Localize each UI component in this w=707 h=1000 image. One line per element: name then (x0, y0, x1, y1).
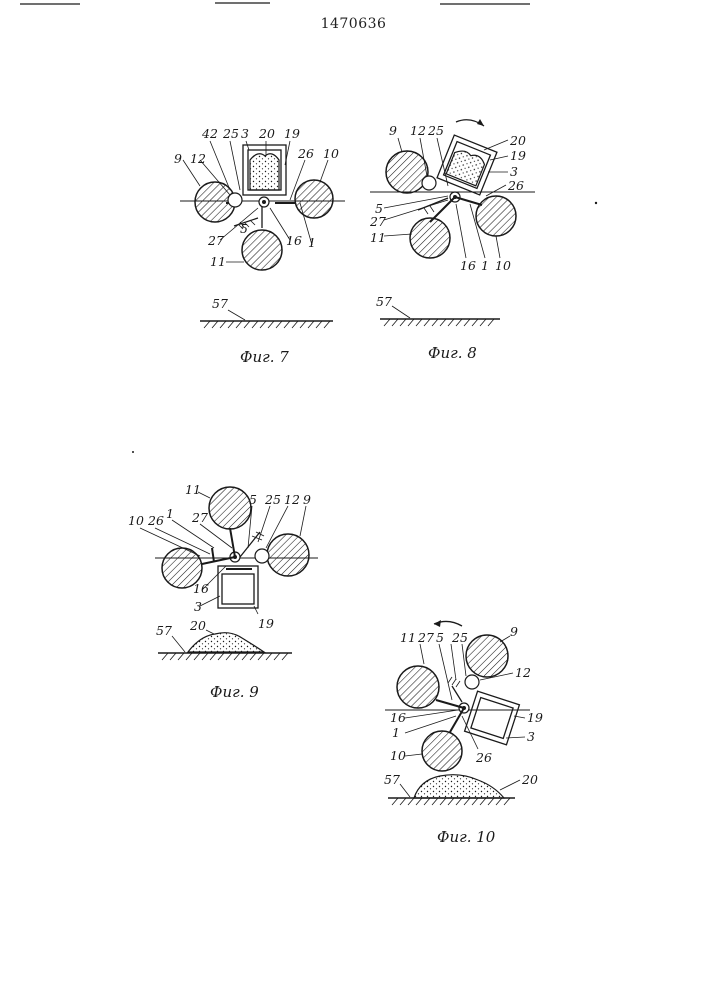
fig9-label: 9 (303, 492, 311, 507)
fig7-caption: Фиг. 7 (240, 348, 289, 366)
fig10-wheel-11 (397, 666, 439, 708)
fig10-label: 9 (510, 624, 518, 639)
fig7-label: 42 (201, 126, 218, 141)
fig10-load-20 (414, 775, 504, 798)
fig9-label: 25 (264, 492, 281, 507)
fig7-label: 27 (207, 233, 224, 248)
fig7-pivot-center (262, 200, 266, 204)
fig9-roller-12 (255, 549, 269, 563)
fig9-label: 11 (185, 482, 201, 497)
fig10-roller-12 (465, 675, 479, 689)
fig10-label: 25 (451, 630, 468, 645)
fig8-label: 20 (509, 133, 526, 148)
fig9-bucket-3 (222, 574, 254, 604)
fig9-wheel-11 (209, 487, 251, 529)
fig8-label: 19 (510, 148, 526, 163)
fig10-label: 19 (527, 710, 543, 725)
fig10-label: 16 (390, 710, 406, 725)
fig9-label: 20 (189, 618, 206, 633)
fig7-label: 11 (210, 254, 226, 269)
fig7-label: 5 (240, 221, 248, 236)
fig9-caption: Фиг. 9 (210, 683, 259, 701)
fig7-label: 26 (297, 146, 314, 161)
fig10-label: 57 (384, 772, 400, 787)
fig10-arm-11 (436, 700, 464, 708)
fig8-label: 57 (376, 294, 392, 309)
fig10-label: 27 (417, 630, 434, 645)
fig9-label: 57 (156, 623, 172, 638)
fig8-label: 9 (389, 123, 397, 138)
fig7-label: 3 (241, 126, 249, 141)
fig8-label: 1 (481, 258, 489, 273)
fig8-label: 11 (370, 230, 386, 245)
fig10-label: 20 (521, 772, 538, 787)
fig7-label: 16 (286, 233, 302, 248)
fig8-caption: Фиг. 8 (428, 344, 477, 362)
fig10-bucket-frame-19 (465, 691, 520, 745)
speck (132, 451, 134, 453)
fig9-label: 3 (194, 599, 202, 614)
figure-9: 11 5 25 12 9 10 26 1 27 16 3 19 20 57 Фи… (128, 482, 318, 701)
fig10-caption: Фиг. 10 (437, 828, 496, 846)
fig9-load-20 (188, 633, 264, 652)
fig9-label: 27 (191, 510, 208, 525)
fig8-label: 10 (495, 258, 511, 273)
fig7-label: 9 (174, 151, 182, 166)
fig9-label: 1 (166, 506, 174, 521)
fig7-label: 57 (212, 296, 228, 311)
fig8-roller-12 (422, 176, 436, 190)
fig9-label: 5 (249, 492, 257, 507)
fig8-label: 27 (369, 214, 386, 229)
fig7-label: 10 (323, 146, 339, 161)
fig9-label: 16 (193, 581, 209, 596)
figure-7: 42 25 3 20 19 9 12 26 10 5 27 16 1 11 57… (174, 126, 345, 366)
fig10-label: 12 (515, 665, 531, 680)
fig7-roller-12 (228, 193, 242, 207)
fig8-wheel-10 (476, 196, 516, 236)
fig9-wheel-9 (267, 534, 309, 576)
fig10-label: 10 (390, 748, 406, 763)
fig10-spring-5 (452, 686, 462, 702)
fig8-arm-10 (455, 197, 482, 205)
figure-8: 9 12 25 20 19 3 26 5 27 11 16 1 10 57 Фи… (369, 119, 535, 362)
fig10-label: 3 (527, 729, 535, 744)
fig7-label: 20 (258, 126, 275, 141)
fig8-label: 25 (427, 123, 444, 138)
fig10-wheel-10 (422, 731, 462, 771)
fig10-bucket-3 (471, 698, 513, 739)
fig10-label: 11 (400, 630, 416, 645)
fig8-label: 26 (507, 178, 524, 193)
fig8-label: 3 (510, 164, 518, 179)
fig7-label: 1 (308, 235, 316, 250)
fig8-label: 16 (460, 258, 476, 273)
fig10-arm-10 (450, 708, 464, 732)
fig9-label: 10 (128, 513, 144, 528)
fig7-label: 25 (222, 126, 239, 141)
fig10-label: 5 (436, 630, 444, 645)
fig10-label: 1 (392, 725, 400, 740)
fig9-label: 19 (258, 616, 274, 631)
fig7-label: 12 (190, 151, 206, 166)
fig7-wheel-10 (295, 180, 333, 218)
fig8-wheel-11 (410, 218, 450, 258)
fig8-wheel-9 (386, 151, 428, 193)
fig7-wheel-11 (242, 230, 282, 270)
fig9-bucket-frame-19 (218, 566, 258, 608)
fig9-label: 26 (147, 513, 164, 528)
fig8-label: 12 (410, 123, 426, 138)
fig10-label: 26 (475, 750, 492, 765)
figure-10: 11 27 5 25 9 12 19 16 1 3 10 26 20 57 Фи… (384, 620, 543, 846)
speck (595, 202, 597, 204)
fig7-label: 19 (284, 126, 300, 141)
fig7-load-20 (250, 154, 279, 190)
fig9-label: 12 (284, 492, 300, 507)
